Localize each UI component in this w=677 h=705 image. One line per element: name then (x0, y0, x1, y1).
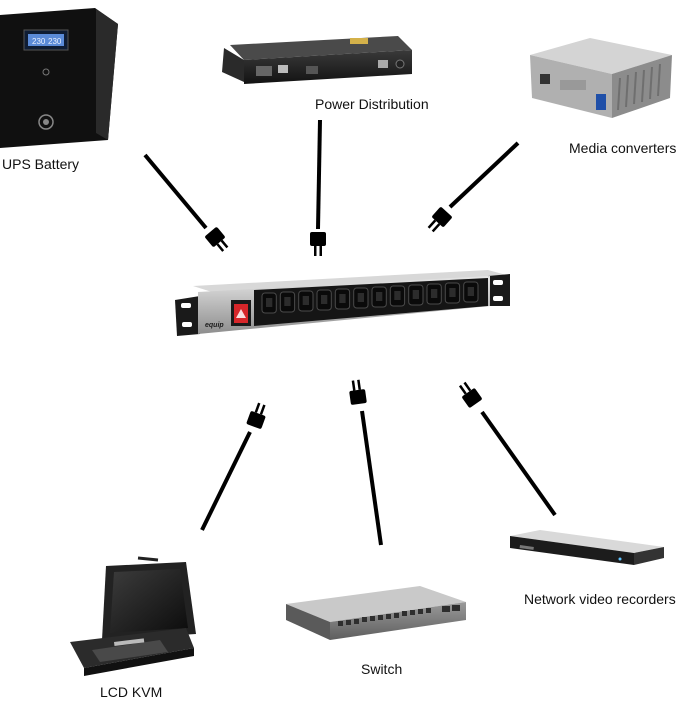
pdu-right-ear (488, 274, 510, 306)
plug-icon (427, 207, 452, 233)
ups-power-icon (42, 68, 50, 76)
pdu-outlet-socket (339, 294, 346, 303)
ups-logo-icon (38, 114, 54, 130)
plug-icon (349, 379, 367, 405)
nvr-device (510, 530, 664, 565)
cable-nvr (458, 381, 557, 517)
cable-ups (143, 153, 229, 252)
plug-icon (458, 381, 482, 408)
pdu-outlet-socket (431, 289, 438, 298)
pdu-outlet-socket (266, 298, 273, 307)
pdu-outlet-socket (449, 288, 456, 297)
plug-icon (205, 227, 229, 252)
pdu-outlets (261, 281, 479, 314)
ups-lcd-screen (28, 34, 64, 46)
ups-battery-device: 230 230 (0, 8, 118, 148)
cable-lcd-kvm (200, 402, 266, 531)
pdu-brand-label: equip (205, 322, 224, 329)
pdu-outlet-socket (321, 295, 328, 304)
ups-lcd-right: 230 (48, 37, 62, 46)
pdu-outlet-socket (412, 290, 419, 299)
pdu-outlet-socket (467, 287, 474, 296)
label-nvr: Network video recorders (524, 591, 676, 607)
cable-switch (349, 379, 383, 546)
label-media-converters: Media converters (569, 140, 677, 156)
label-switch: Switch (361, 661, 403, 677)
label-power-distribution: Power Distribution (315, 96, 429, 112)
pdu-left-ear (175, 296, 200, 336)
plug-icon (310, 232, 326, 256)
network-switch-device (286, 586, 466, 640)
pdu-strip: equip (175, 270, 510, 336)
media-converter-device (530, 38, 672, 118)
lcd-kvm-device (70, 556, 196, 676)
cable-power-distribution (310, 119, 326, 256)
label-lcd-kvm: LCD KVM (100, 684, 163, 700)
pdu-outlet-socket (394, 291, 401, 300)
pdu-outlet-socket (357, 293, 364, 302)
ups-lcd-left: 230 (32, 37, 46, 46)
pdu-outlet-socket (376, 292, 383, 301)
label-ups-battery: UPS Battery (2, 156, 80, 172)
plug-icon (246, 402, 266, 429)
cable-media-converters (427, 141, 520, 233)
pdu-outlet-socket (284, 297, 291, 306)
pdu-outlet-socket (302, 296, 309, 305)
power-distribution-device (222, 36, 412, 84)
